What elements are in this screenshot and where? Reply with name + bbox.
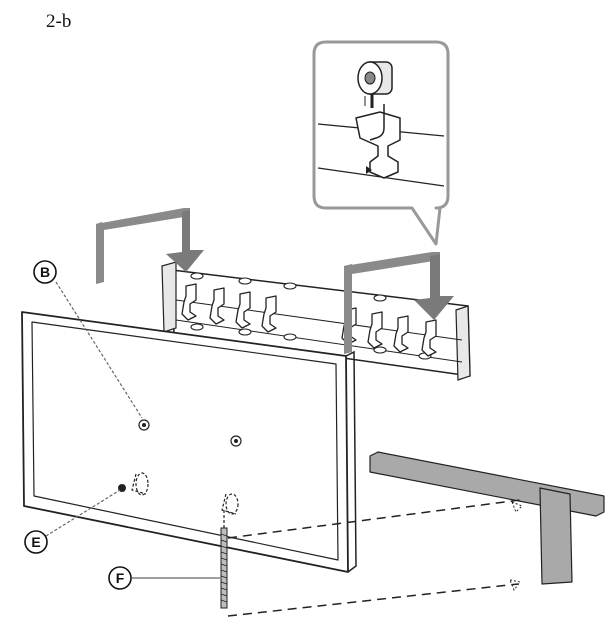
mounting-hole xyxy=(230,435,242,447)
hang-arrow-right xyxy=(344,252,454,354)
screw-icon xyxy=(357,61,393,108)
detail-balloon xyxy=(312,40,450,246)
alignment-lines xyxy=(227,499,521,617)
callout-e: E xyxy=(24,530,48,554)
step-label: 2-b xyxy=(46,11,72,32)
screw-f xyxy=(220,510,228,609)
spacer-outline xyxy=(131,472,239,515)
wall-bracket xyxy=(161,261,471,381)
leader-line-b xyxy=(55,281,143,419)
tv-rear-panel xyxy=(21,311,357,573)
callout-e-label: E xyxy=(31,534,40,550)
leader-line-e xyxy=(45,489,121,537)
callout-f-label: F xyxy=(116,570,125,586)
mounting-hole xyxy=(138,419,150,431)
callout-b-label: B xyxy=(40,264,50,280)
hang-arrow-left xyxy=(96,208,204,284)
tv-stand xyxy=(369,451,605,592)
hook-icon xyxy=(355,104,401,179)
callout-b: B xyxy=(33,260,57,284)
callout-f: F xyxy=(108,566,132,590)
